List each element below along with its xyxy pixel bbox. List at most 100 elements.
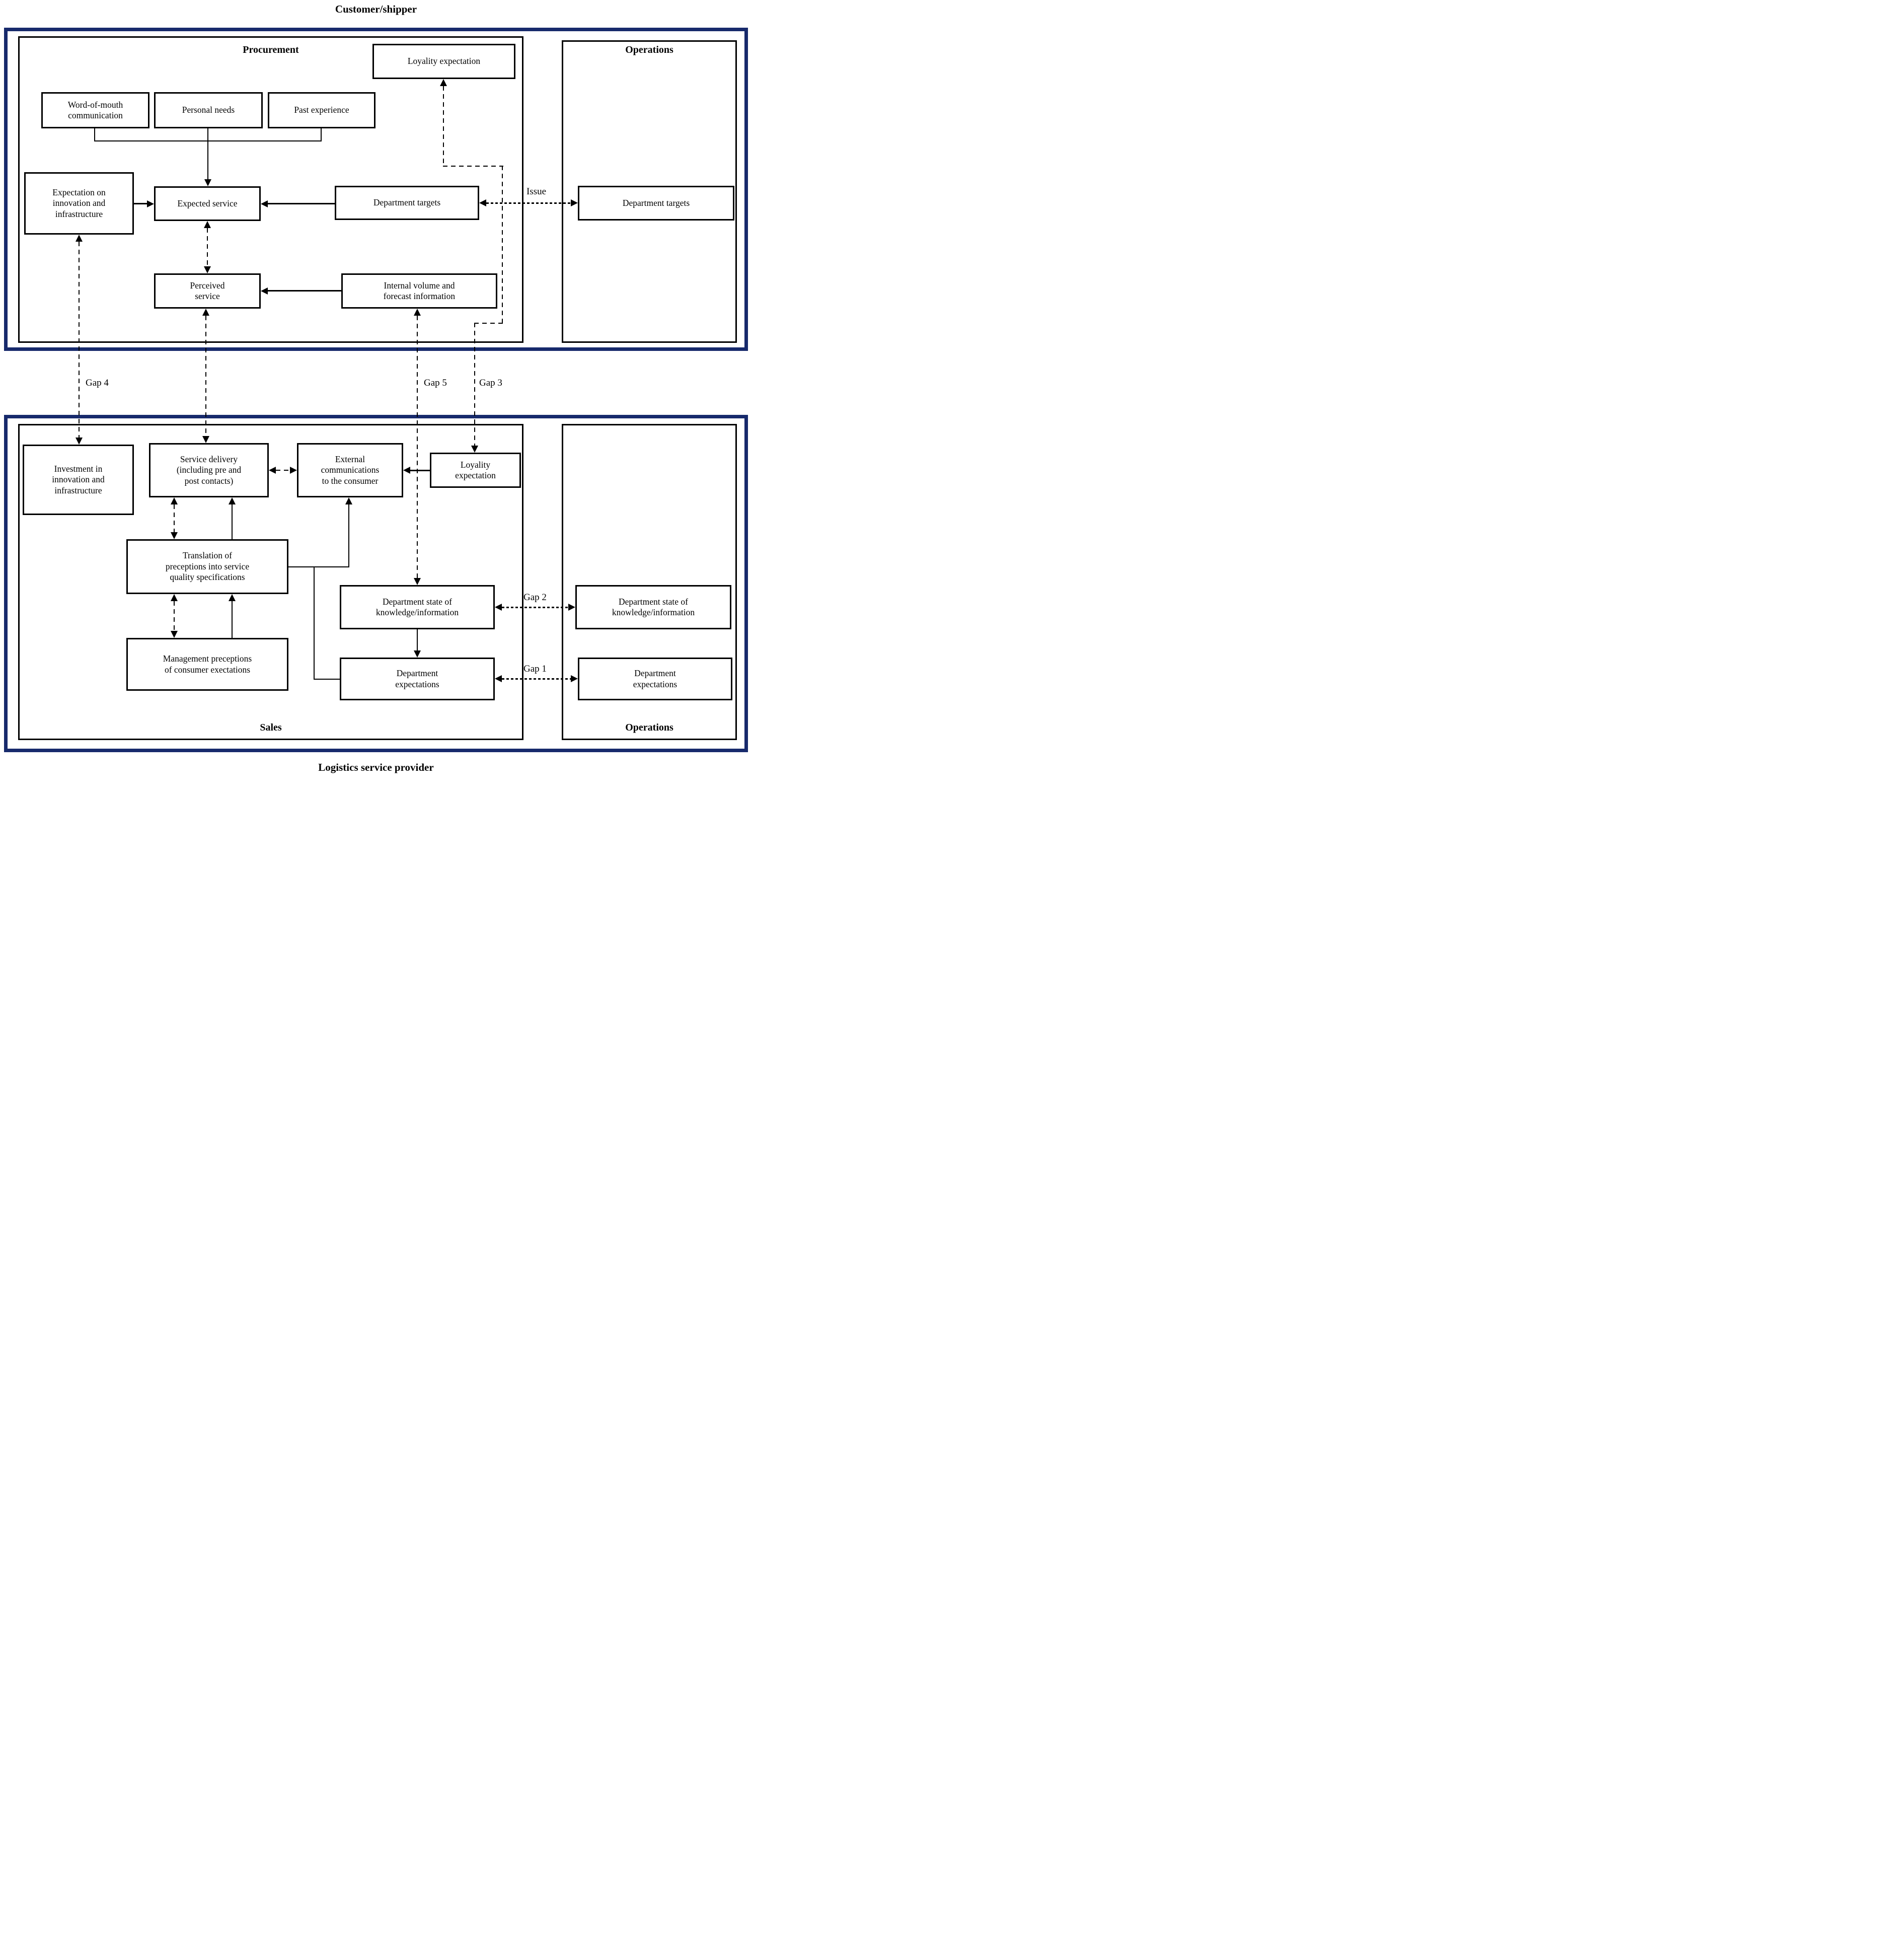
line-branch-to-deptexpectations bbox=[314, 679, 340, 680]
arrowhead-gap1-left-icon bbox=[495, 675, 502, 682]
gap4-label: Gap 4 bbox=[86, 378, 109, 388]
arrowhead-delivery-external-right-icon bbox=[290, 467, 297, 474]
node-word-of-mouth: Word-of-mouth communication bbox=[41, 92, 149, 128]
arrowhead-delivery-translation-up-icon bbox=[171, 497, 178, 504]
node-department-state-operations: Department state of knowledge/informatio… bbox=[575, 585, 731, 629]
line-gap3-vertical-a bbox=[443, 86, 444, 166]
line-expected-perceived-dashed bbox=[207, 228, 208, 266]
arrowhead-management-to-translation-icon bbox=[229, 594, 236, 601]
procurement-section bbox=[18, 36, 523, 343]
node-past-experience: Past experience bbox=[268, 92, 375, 128]
logistics-provider-label: Logistics service provider bbox=[318, 761, 434, 773]
line-translation-management-dashed bbox=[174, 601, 175, 631]
gap5-label: Gap 5 bbox=[424, 378, 447, 388]
line-branch-up-to-external bbox=[348, 504, 349, 567]
gap3-label: Gap 3 bbox=[479, 378, 502, 388]
line-loyality-to-external bbox=[410, 470, 430, 471]
line-gap3-vertical-c bbox=[474, 323, 475, 446]
arrowhead-translation-management-up-icon bbox=[171, 594, 178, 601]
operations-top-section bbox=[562, 40, 737, 343]
arrowhead-gap4-down-icon bbox=[76, 438, 83, 445]
line-past-experience-stub bbox=[321, 128, 322, 141]
line-gap5 bbox=[417, 316, 418, 578]
node-management-perceptions: Management preceptions of consumer exect… bbox=[126, 638, 288, 691]
issue-label: Issue bbox=[527, 186, 547, 197]
arrowhead-gap4-up-icon bbox=[76, 235, 83, 242]
node-department-state-sales: Department state of knowledge/informatio… bbox=[340, 585, 495, 629]
node-expected-service: Expected service bbox=[154, 186, 261, 221]
arrowhead-depttargets-to-expected-icon bbox=[261, 200, 268, 207]
arrowhead-into-loyality-top-icon bbox=[440, 79, 447, 86]
arrowhead-gap5-up-icon bbox=[414, 309, 421, 316]
arrowhead-gap1-right-icon bbox=[571, 675, 578, 682]
node-department-expectations-operations: Department expectations bbox=[578, 658, 732, 700]
node-perceived-service: Perceived service bbox=[154, 273, 261, 309]
logistics-provider-frame bbox=[4, 415, 748, 752]
line-delivery-external bbox=[276, 470, 290, 471]
customer-shipper-frame bbox=[4, 28, 748, 351]
gap2-label: Gap 2 bbox=[523, 592, 547, 603]
arrowhead-issue-right-icon bbox=[571, 199, 578, 206]
node-loyality-expectation-bottom: Loyality expectation bbox=[430, 453, 521, 488]
sales-section bbox=[18, 424, 523, 740]
arrowhead-translation-management-down-icon bbox=[171, 631, 178, 638]
node-investment-innovation: Investment in innovation and infrastruct… bbox=[23, 445, 134, 515]
arrowhead-delivery-external-left-icon bbox=[269, 467, 276, 474]
line-gap1 bbox=[502, 678, 571, 680]
line-translation-to-delivery-solid bbox=[232, 504, 233, 539]
operations-bottom-section bbox=[562, 424, 737, 740]
arrowhead-delivery-translation-down-icon bbox=[171, 532, 178, 539]
diagram-canvas: Customer/shipper Logistics service provi… bbox=[0, 0, 752, 784]
arrowhead-translation-to-delivery-icon bbox=[229, 497, 236, 504]
node-department-targets-operations: Department targets bbox=[578, 186, 734, 221]
line-internalvolume-to-perceived bbox=[267, 290, 341, 292]
line-management-to-translation-solid bbox=[232, 601, 233, 638]
arrowhead-into-loyality-bottom-icon bbox=[471, 446, 478, 453]
arrowhead-expectation-to-expected-icon bbox=[147, 200, 154, 207]
line-gap4 bbox=[79, 242, 80, 438]
arrowhead-into-expected-service-icon bbox=[204, 179, 211, 186]
line-deptstate-to-deptexp bbox=[417, 629, 418, 650]
operations-top-title: Operations bbox=[625, 44, 673, 55]
arrowhead-issue-left-icon bbox=[479, 199, 486, 206]
operations-bottom-title: Operations bbox=[625, 722, 673, 733]
arrowhead-gap5-down-icon bbox=[414, 578, 421, 585]
procurement-title: Procurement bbox=[243, 44, 299, 55]
line-sources-to-expected bbox=[207, 140, 208, 179]
arrowhead-branch-into-external-icon bbox=[345, 497, 352, 504]
line-depttargets-to-expected bbox=[267, 203, 335, 204]
line-personal-needs-stub bbox=[207, 128, 208, 141]
line-delivery-translation-dashed bbox=[174, 504, 175, 532]
gap1-label: Gap 1 bbox=[523, 664, 547, 674]
node-service-delivery: Service delivery (including pre and post… bbox=[149, 443, 269, 497]
arrowhead-perceived-delivery-down-icon bbox=[202, 436, 209, 443]
arrowhead-deptstate-to-deptexp-icon bbox=[414, 650, 421, 658]
customer-shipper-label: Customer/shipper bbox=[335, 3, 417, 15]
node-internal-volume: Internal volume and forecast information bbox=[341, 273, 497, 309]
line-gap3-horizontal-b bbox=[474, 323, 503, 324]
line-issue bbox=[486, 202, 571, 204]
line-gap3-vertical-b bbox=[502, 166, 503, 324]
node-expectation-innovation: Expectation on innovation and infrastruc… bbox=[24, 172, 134, 235]
node-personal-needs: Personal needs bbox=[154, 92, 263, 128]
arrowhead-expected-perceived-down-icon bbox=[204, 266, 211, 273]
line-wom-stub bbox=[94, 128, 95, 141]
arrowhead-gap2-right-icon bbox=[568, 604, 575, 611]
arrowhead-loyality-to-external-icon bbox=[403, 467, 410, 474]
node-translation: Translation of preceptions into service … bbox=[126, 539, 288, 594]
line-perceived-to-delivery bbox=[205, 316, 206, 436]
node-loyality-expectation-top: Loyality expectation bbox=[372, 44, 515, 79]
line-expectation-to-expected bbox=[134, 203, 148, 204]
arrowhead-internalvolume-to-perceived-icon bbox=[261, 287, 268, 295]
sales-title: Sales bbox=[260, 722, 282, 733]
node-department-targets-procurement: Department targets bbox=[335, 186, 479, 220]
line-branch-down bbox=[314, 566, 315, 680]
line-translation-branch-horizontal bbox=[288, 566, 349, 567]
line-gap3-horizontal-a bbox=[443, 166, 503, 167]
node-department-expectations-sales: Department expectations bbox=[340, 658, 495, 700]
arrowhead-expected-perceived-up-icon bbox=[204, 221, 211, 228]
arrowhead-gap2-left-icon bbox=[495, 604, 502, 611]
arrowhead-perceived-delivery-up-icon bbox=[202, 309, 209, 316]
line-gap2 bbox=[502, 607, 568, 608]
node-external-communications: External communications to the consumer bbox=[297, 443, 403, 497]
